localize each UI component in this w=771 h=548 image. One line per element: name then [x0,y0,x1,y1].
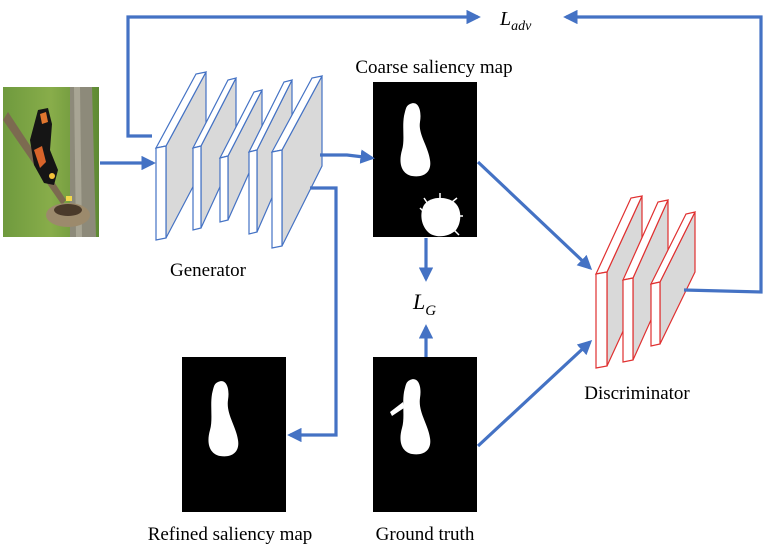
generator-layer-3 [218,89,264,223]
arrow-truth-to-discriminator [476,340,593,448]
discriminator-label: Discriminator [584,383,690,404]
ground-truth-map [373,357,477,512]
arrow-generator-to-coarse [320,149,375,164]
generator-loss-label: LG [412,289,436,319]
ground-truth-label: Ground truth [376,524,475,545]
flow-arrows [100,9,763,448]
discriminator-layer-3 [649,211,697,347]
bird-icon [30,108,58,185]
generator-layer-5 [270,75,324,249]
generator-layer-2 [191,77,238,231]
coarse-saliency-map [373,82,477,237]
arrow-generator-to-adv-loss [126,9,481,138]
arrow-coarse-to-discriminator [476,160,593,270]
arrow-generator-to-refined [287,186,338,443]
refined-map-label: Refined saliency map [148,524,313,545]
input-image [3,87,99,237]
refined-saliency-map [182,357,286,512]
coarse-map-label: Coarse saliency map [355,57,512,78]
discriminator-layer-2 [621,199,670,363]
generator-label: Generator [170,260,247,281]
discriminator-stack [594,195,697,369]
adversarial-loss-label: Ladv [499,8,532,34]
arrow-discriminator-to-adv-loss [563,9,763,294]
generator-stack [154,71,324,249]
